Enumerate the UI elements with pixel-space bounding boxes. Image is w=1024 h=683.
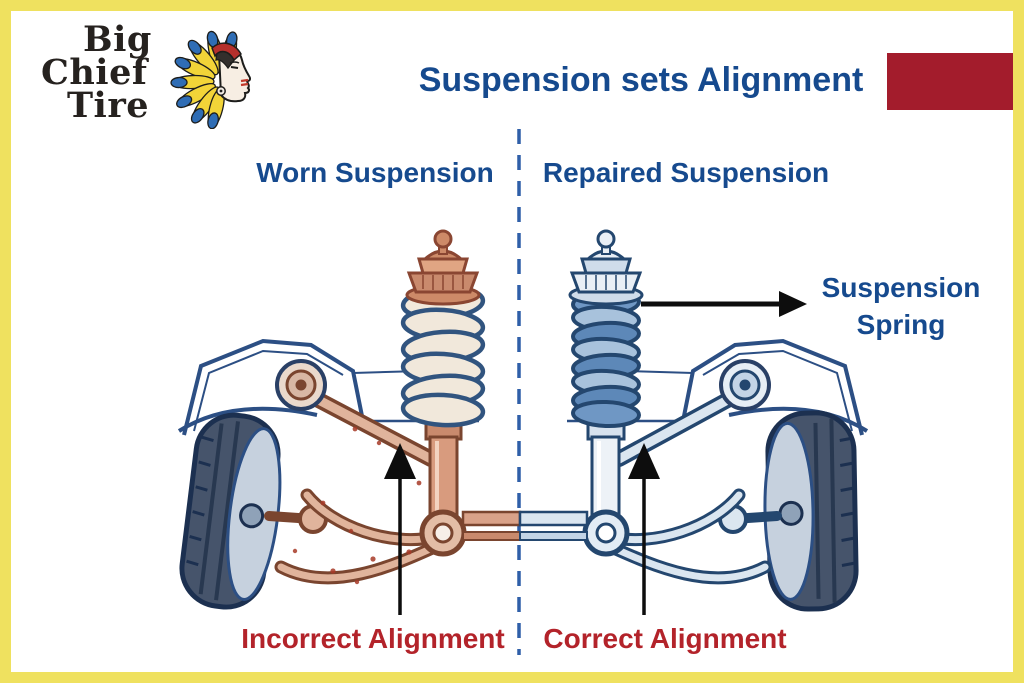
logo-word-big: Big (83, 19, 152, 60)
incorrect-alignment-arrow (384, 443, 416, 615)
repaired-tire (763, 410, 859, 612)
spring-label-line2: Spring (856, 309, 946, 340)
suspension-illustration (177, 129, 869, 655)
worn-strut-mount (405, 229, 481, 306)
chief-head-icon (170, 30, 252, 129)
correct-alignment-arrow (628, 443, 660, 615)
worn-suspension-label: Worn Suspension (256, 157, 494, 188)
repaired-strut-mount (568, 229, 644, 306)
spring-arrow (641, 291, 807, 317)
worn-suspension-drawing (177, 229, 486, 610)
rust-spots (292, 426, 422, 585)
suspension-spring-label: Suspension Spring (799, 269, 1003, 343)
logo-word-chief: Chief (41, 52, 148, 93)
brand-logo: Big Chief Tire (41, 19, 152, 126)
spring-label-line1: Suspension (821, 272, 981, 303)
logo-word-tire: Tire (67, 85, 150, 126)
repaired-suspension-drawing (567, 229, 869, 612)
page-title: Suspension sets Alignment (418, 61, 864, 99)
header-accent-bar (887, 53, 1013, 110)
repaired-spring (571, 288, 641, 429)
worn-spring (400, 285, 486, 428)
tie-rod (461, 510, 589, 541)
repaired-suspension-label: Repaired Suspension (542, 157, 830, 188)
worn-tire (179, 412, 282, 610)
headband (211, 42, 242, 62)
incorrect-alignment-label: Incorrect Alignment (241, 623, 505, 654)
correct-alignment-label: Correct Alignment (543, 623, 787, 654)
